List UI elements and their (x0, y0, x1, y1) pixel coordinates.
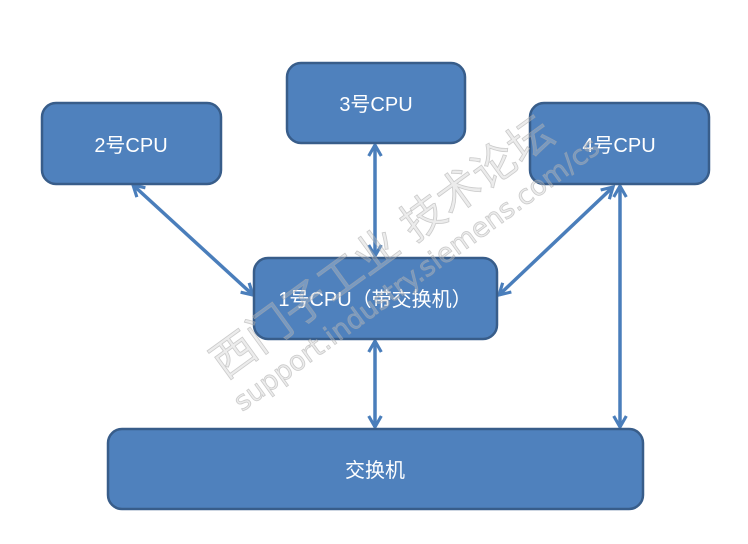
node-cpu3-label: 3号CPU (339, 94, 412, 116)
node-cpu1-label: 1号CPU（带交换机） (278, 288, 471, 311)
node-cpu3: 3号CPU (285, 61, 467, 145)
node-switch-label: 交换机 (345, 459, 405, 482)
node-cpu1: 1号CPU（带交换机） (252, 256, 499, 341)
node-cpu4: 4号CPU (528, 101, 711, 186)
node-cpu2: 2号CPU (40, 101, 223, 186)
arrow-cpu4-cpu1 (496, 184, 616, 298)
arrow-cpu2-cpu1 (130, 182, 256, 298)
node-switch: 交换机 (106, 427, 645, 511)
node-cpu4-label: 4号CPU (582, 135, 655, 157)
watermark-line1: 西门子工业 技术论坛 (201, 107, 563, 389)
node-cpu2-label: 2号CPU (94, 135, 167, 157)
